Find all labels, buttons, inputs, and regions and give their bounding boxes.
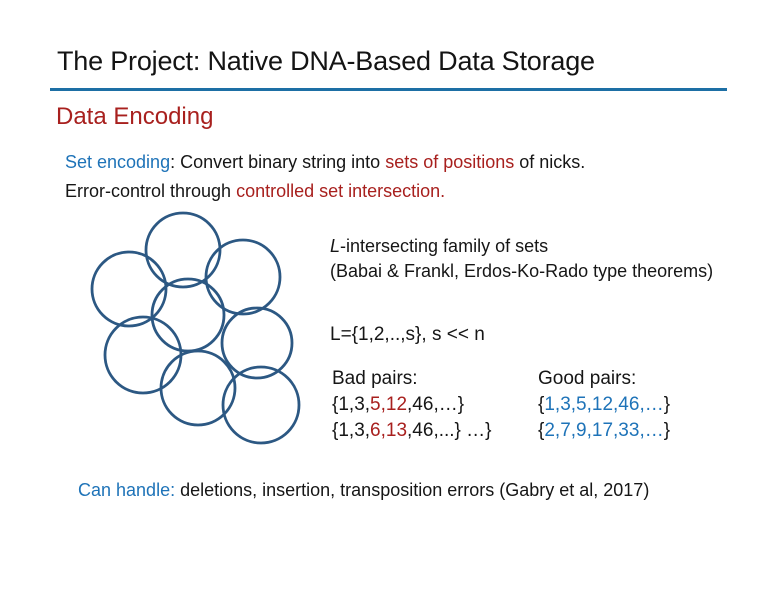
bad-pair1-rest: ,46,…} <box>407 394 465 415</box>
good-pair-row-1: {1,3,5,12,46,…} <box>538 392 670 418</box>
bad-pair2-rest: ,46,...} …} <box>407 420 492 441</box>
bad-pair1-open: {1,3, <box>332 394 371 415</box>
intro-text: Set encoding: Convert binary string into… <box>65 148 585 206</box>
good-pair1-open: { <box>538 394 545 415</box>
set-circle <box>220 306 294 380</box>
set-circle <box>159 349 237 427</box>
good-pair1-elements: 1,3,5,12,46,… <box>544 394 664 415</box>
intro-set-encoding-label: Set encoding <box>65 152 171 172</box>
intro-line1-end: of nicks. <box>514 152 586 172</box>
family-citation: (Babai & Frankl, Erdos-Ko-Rado type theo… <box>330 261 714 281</box>
good-pair2-close: } <box>663 420 671 441</box>
good-pair1-close: } <box>663 394 671 415</box>
bad-pair2-open: {1,3, <box>332 420 371 441</box>
bad-pair-row-1: {1,3,5,12,46,…} <box>332 392 538 418</box>
title-underline <box>50 88 727 91</box>
family-text: L-intersecting family of sets (Babai & Fr… <box>330 234 713 284</box>
footer-text: deletions, insertion, transposition erro… <box>175 480 650 500</box>
set-definition: L={1,2,..,s}, s << n <box>330 324 485 345</box>
intersecting-sets-diagram <box>90 211 301 445</box>
footer-note: Can handle: deletions, insertion, transp… <box>78 480 649 501</box>
good-pair2-open: { <box>538 420 545 441</box>
good-pair-row-2: {2,7,9,17,33,…} <box>538 418 670 444</box>
set-circle <box>90 250 168 328</box>
can-handle-label: Can handle: <box>78 480 176 500</box>
section-heading: Data Encoding <box>56 103 214 130</box>
set-circle <box>221 365 301 445</box>
intro-line2-text: Error-control through <box>65 181 237 201</box>
set-circle <box>103 315 183 395</box>
bad-pairs-header: Bad pairs: <box>332 368 418 389</box>
intro-controlled-set-intersection-label: controlled set intersection. <box>236 181 446 201</box>
family-line1-text: -intersecting family of sets <box>340 236 549 256</box>
bad-pair-row-2: {1,3,6,13,46,...} …} <box>332 418 538 444</box>
intro-line1-text: : Convert binary string into <box>170 152 386 172</box>
good-pairs-column: Good pairs: {1,3,5,12,46,…} {2,7,9,17,33… <box>538 366 670 444</box>
set-circle <box>150 277 226 353</box>
set-circle <box>144 211 222 289</box>
good-pair2-elements: 2,7,9,17,33,… <box>544 420 664 441</box>
slide-title: The Project: Native DNA-Based Data Stora… <box>57 46 595 76</box>
bad-pair2-diff: 6,13 <box>370 420 408 441</box>
bad-pairs-column: Bad pairs: {1,3,5,12,46,…} {1,3,6,13,46,… <box>332 366 538 444</box>
set-circle <box>204 238 282 316</box>
good-pairs-header: Good pairs: <box>538 368 637 389</box>
intro-sets-of-positions-label: sets of positions <box>385 152 515 172</box>
pairs-section: Bad pairs: {1,3,5,12,46,…} {1,3,6,13,46,… <box>332 366 670 444</box>
bad-pair1-diff: 5,12 <box>370 394 408 415</box>
family-L-symbol: L <box>330 236 341 256</box>
